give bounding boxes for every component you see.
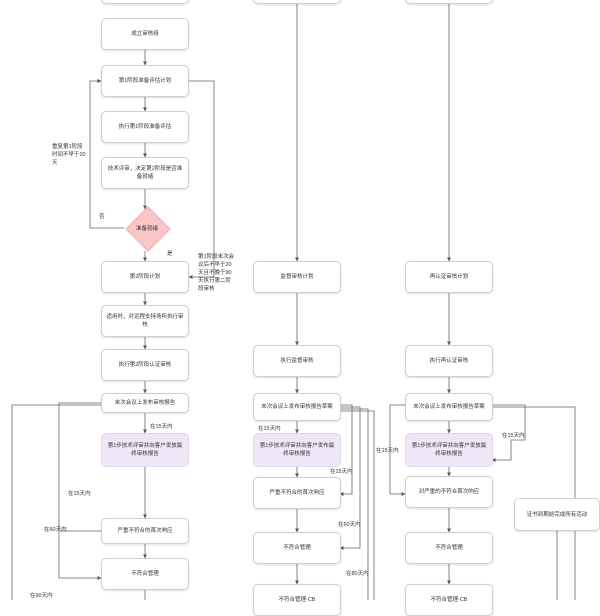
col3-nc-mgmt-box: 不符合管理 [405, 532, 493, 564]
col2-top-box [253, 0, 341, 4]
col1-nc-mgmt-text: 不符合管理 [131, 571, 159, 577]
col3-step1-report-text: 第1步技术评审并向客户发放最终审核报告 [411, 443, 487, 457]
col1-within60-label: 在60天内 [44, 527, 67, 533]
stage2-plan-box: 第2阶段计划 [101, 261, 189, 293]
col1-step1-report-box: 第1步技术评审并向客户发放最终审核报告 [101, 433, 189, 467]
repeat-stage1-label: 重复第1阶段时间不早于20天 [52, 144, 86, 166]
form-audit-team-box: 成立审核组 [101, 18, 189, 50]
recert-exec-box: 执行再认证审核 [405, 345, 493, 377]
col2-closing-meeting-box: 末次会议上发布审核报告草案 [253, 393, 341, 421]
no-label: 否 [99, 214, 105, 220]
recert-plan-box: 再认证审核计划 [405, 261, 493, 293]
stage1-exec-text: 执行第1阶段准备评估 [118, 124, 172, 130]
ready-decision: 准备就绪 [124, 205, 171, 252]
remote-support-box: 适用时，对远程支持场所执行审核 [101, 305, 189, 337]
col1-closing-meeting-box: 末次会议上发布审核报告 [101, 393, 189, 413]
col3-top-box [405, 0, 493, 4]
col1-within90-label: 在90天内 [30, 593, 53, 599]
col1-nc-mgmt-box: 不符合管理 [101, 558, 189, 590]
stage2-exec-text: 执行第2阶段认证审核 [118, 362, 172, 368]
recert-plan-text: 再认证审核计划 [429, 274, 469, 280]
col2-severe-nc-text: 严重不符合的首次响应 [269, 490, 325, 496]
col3-nc-mgmt-cb-text: 不符合管理-CB [430, 597, 468, 603]
col1-top-box [101, 0, 189, 4]
col2-within15-label: 在15天内 [258, 426, 281, 432]
col1-severe-nc-text: 严重不符合的首次响应 [117, 528, 173, 534]
col1-severe-nc-box: 严重不符合的首次响应 [101, 518, 189, 544]
col2-nc-mgmt-box: 不符合管理 [253, 532, 341, 564]
col3-severe-nc-text: 对严重的不符合首次响应 [418, 489, 480, 495]
cert-expire-text: 证书到期前完成所有活动 [526, 511, 588, 518]
col2-nc-mgmt-cb-box: 不符合管理-CB [253, 584, 341, 616]
stage1-plan-text: 第1阶段准备评估计划 [118, 78, 172, 84]
col1-within15-side-label: 在15天内 [68, 491, 91, 497]
col3-step1-report-box: 第1步技术评审并向客户发放最终审核报告 [405, 433, 493, 467]
flowchart-canvas: 成立审核组 第1阶段准备评估计划 执行第1阶段准备评估 技术评审，决定第2阶段是… [11, 0, 600, 616]
stage2-plan-text: 第2阶段计划 [129, 274, 161, 280]
yes-label: 是 [167, 251, 173, 257]
col2-severe-nc-box: 严重不符合的首次响应 [253, 477, 341, 509]
remote-support-text: 适用时，对远程支持场所执行审核 [106, 314, 184, 328]
cert-expire-box: 证书到期前完成所有活动 [514, 498, 600, 531]
tech-review-box: 技术评审，决定第2阶段是否准备就绪 [101, 157, 189, 189]
col2-within15-side-label: 在15天内 [330, 469, 353, 475]
col3-nc-mgmt-text: 不符合管理 [435, 545, 463, 551]
surveillance-exec-box: 执行监督审核 [253, 345, 341, 377]
col2-nc-mgmt-cb-text: 不符合管理-CB [278, 597, 316, 603]
col1-step1-report-text: 第1步技术评审并向客户发放最终审核报告 [107, 443, 183, 457]
connector-lines [11, 0, 576, 600]
col2-within80-label: 在80天内 [346, 571, 369, 577]
col2-within60-label: 在60天内 [338, 522, 361, 528]
ready-decision-text: 准备就绪 [135, 226, 158, 232]
col1-closing-meeting-text: 末次会议上发布审核报告 [114, 400, 176, 406]
col3-severe-nc-box: 对严重的不符合首次响应 [405, 476, 493, 508]
col3-closing-meeting-box: 末次会议上发布审核报告草案 [405, 393, 493, 421]
col2-closing-meeting-text: 末次会议上发布审核报告草案 [261, 404, 333, 410]
stage1-plan-box: 第1阶段准备评估计划 [101, 65, 189, 97]
col2-nc-mgmt-text: 不符合管理 [283, 545, 311, 551]
stage1-window-label: 第1阶段末次会议后不早于20天且不晚于90天执行第二阶段审核 [198, 254, 235, 292]
surveillance-exec-text: 执行监督审核 [280, 358, 314, 364]
form-audit-team-text: 成立审核组 [131, 31, 159, 37]
surveillance-plan-text: 监督审核计划 [280, 274, 314, 280]
recert-exec-text: 执行再认证审核 [429, 358, 469, 364]
col2-step1-report-text: 第1步技术评审并向客户发布最终审核报告 [259, 443, 335, 457]
col3-within15-left-label: 在15天内 [376, 448, 399, 454]
stage2-exec-box: 执行第2阶段认证审核 [101, 349, 189, 381]
col1-within15-label: 在15天内 [150, 424, 173, 430]
col3-within15-right-label: 在15天内 [502, 433, 525, 439]
col3-nc-mgmt-cb-box: 不符合管理-CB [405, 584, 493, 616]
stage1-exec-box: 执行第1阶段准备评估 [101, 111, 189, 143]
col2-step1-report-box: 第1步技术评审并向客户发布最终审核报告 [253, 433, 341, 467]
tech-review-text: 技术评审，决定第2阶段是否准备就绪 [107, 166, 183, 180]
col3-closing-meeting-text: 末次会议上发布审核报告草案 [413, 404, 485, 410]
surveillance-plan-box: 监督审核计划 [253, 261, 341, 293]
